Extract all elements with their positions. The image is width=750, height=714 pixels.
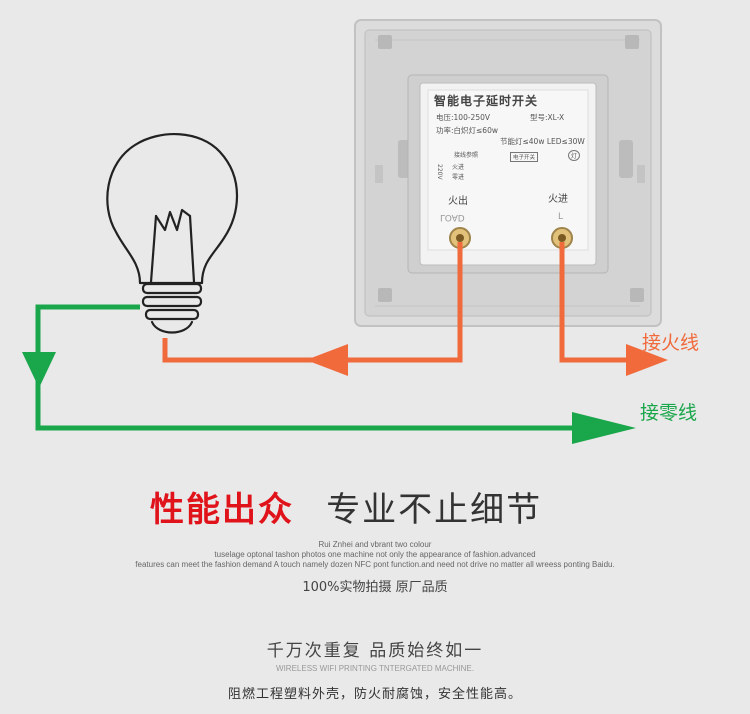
module-zero-in-small: 零进 [452, 174, 465, 181]
module-model: 型号:XL-X [530, 113, 565, 122]
module-power2: 节能灯≤40w LED≤30W [500, 137, 585, 146]
live-wire-label: 接火线 [642, 332, 700, 354]
live-wire [162, 242, 668, 376]
module-power: 功率:白炽灯≤60w [436, 126, 498, 135]
headline: 性能出众 专业不止细节 [150, 482, 542, 531]
module-fire-in-small: 火进 [452, 164, 465, 171]
module-fire-in: 火进 [548, 194, 568, 205]
module-voltage: 电压:100-250V [436, 113, 490, 122]
module-title: 智能电子延时开关 [434, 94, 539, 108]
module-l-mark: L [558, 212, 564, 222]
headline-red: 性能出众 [150, 490, 294, 530]
module-load: LOAD [440, 212, 465, 222]
section2-title: 千万次重复 品质始终如一 [266, 641, 484, 661]
subhead: 100%实物拍摄 原厂品质 [302, 580, 448, 595]
section2-subtitle: WIRELESS WIFI PRINTING TNTERGATED MACHIN… [276, 664, 474, 673]
module-switch-label: 电子开关 [510, 152, 539, 162]
fine-print-line2: tuselage optonal tashon photos one machi… [214, 550, 536, 559]
module-lamp-label: 灯 [568, 150, 581, 161]
neutral-wire [22, 304, 636, 444]
module-220v: 220V [436, 164, 443, 180]
fine-print-line1: Rui Znhei and vbrant two colour [318, 540, 432, 549]
fine-print-line3: features can meet the fashion demand A t… [135, 560, 615, 569]
section2-desc: 阻燃工程塑料外壳，防火耐腐蚀，安全性能高。 [227, 687, 522, 702]
module-fire-out: 火出 [448, 196, 468, 207]
module-wiring-label: 接线参照 [454, 152, 479, 159]
switch-module [407, 74, 609, 274]
light-bulb-icon [106, 133, 238, 334]
neutral-wire-label: 接零线 [640, 402, 698, 424]
headline-dark: 专业不止细节 [326, 490, 543, 530]
